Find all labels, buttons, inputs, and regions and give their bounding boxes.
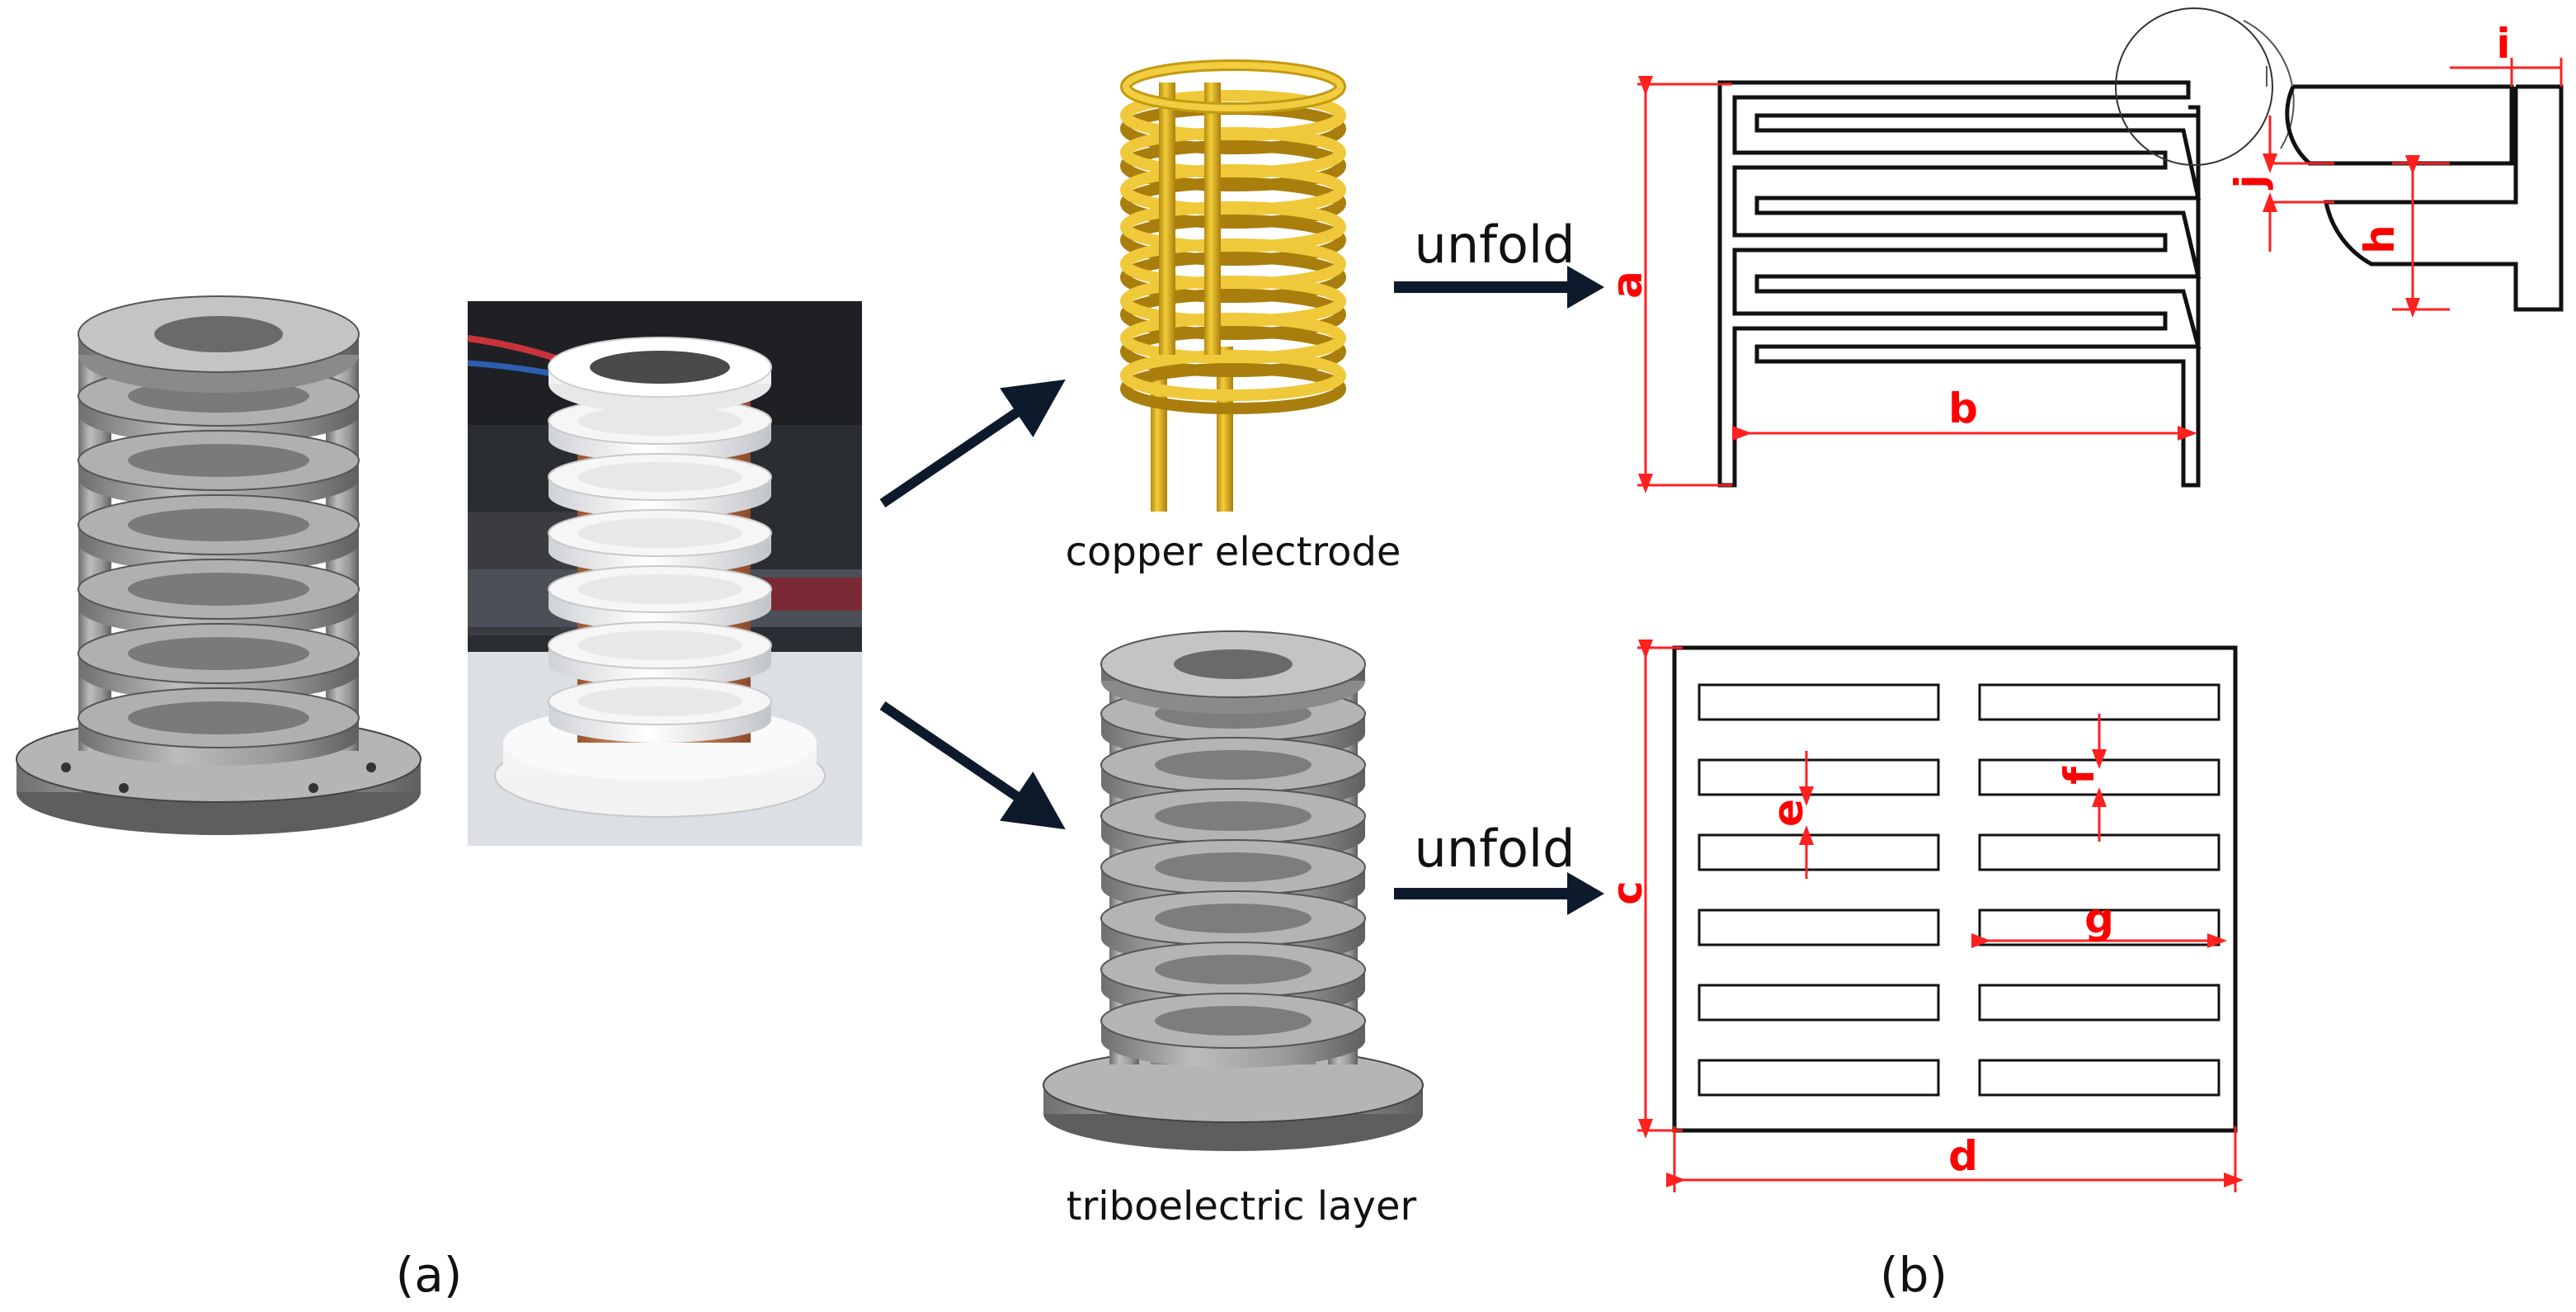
arrow-to-tribo bbox=[879, 701, 1066, 830]
dim-label-c: c bbox=[1604, 880, 1651, 905]
tribo-unfolded-drawing: c d e f g bbox=[1604, 639, 2244, 1192]
cad-model bbox=[16, 295, 421, 835]
detail-view: i j h bbox=[2226, 20, 2564, 318]
unfold-label-bottom: unfold bbox=[1415, 819, 1575, 879]
unfold-label-top: unfold bbox=[1415, 215, 1575, 275]
electrode-unfolded-drawing: a b bbox=[1604, 7, 2295, 493]
panel-label-a: (a) bbox=[396, 1247, 463, 1303]
copper-electrode-caption: copper electrode bbox=[1066, 529, 1401, 575]
arrow-to-copper bbox=[879, 379, 1066, 507]
dim-label-g: g bbox=[2084, 894, 2114, 942]
dim-label-h: h bbox=[2356, 224, 2404, 254]
unfold-arrow-top: unfold bbox=[1394, 215, 1604, 309]
dim-label-f: f bbox=[2056, 766, 2103, 785]
copper-electrode-model bbox=[1120, 59, 1346, 512]
dim-label-i: i bbox=[2496, 20, 2510, 68]
panel-label-b: (b) bbox=[1880, 1247, 1947, 1303]
dim-label-a: a bbox=[1604, 271, 1651, 299]
dim-label-d: d bbox=[1948, 1132, 1978, 1180]
dim-label-b: b bbox=[1948, 385, 1978, 432]
unfold-arrow-bottom: unfold bbox=[1394, 819, 1604, 915]
triboelectric-layer-model bbox=[1043, 630, 1424, 1151]
triboelectric-layer-caption: triboelectric layer bbox=[1067, 1183, 1417, 1229]
device-photo bbox=[467, 301, 862, 846]
dim-label-e: e bbox=[1764, 799, 1812, 827]
dim-label-j: j bbox=[2226, 174, 2274, 190]
